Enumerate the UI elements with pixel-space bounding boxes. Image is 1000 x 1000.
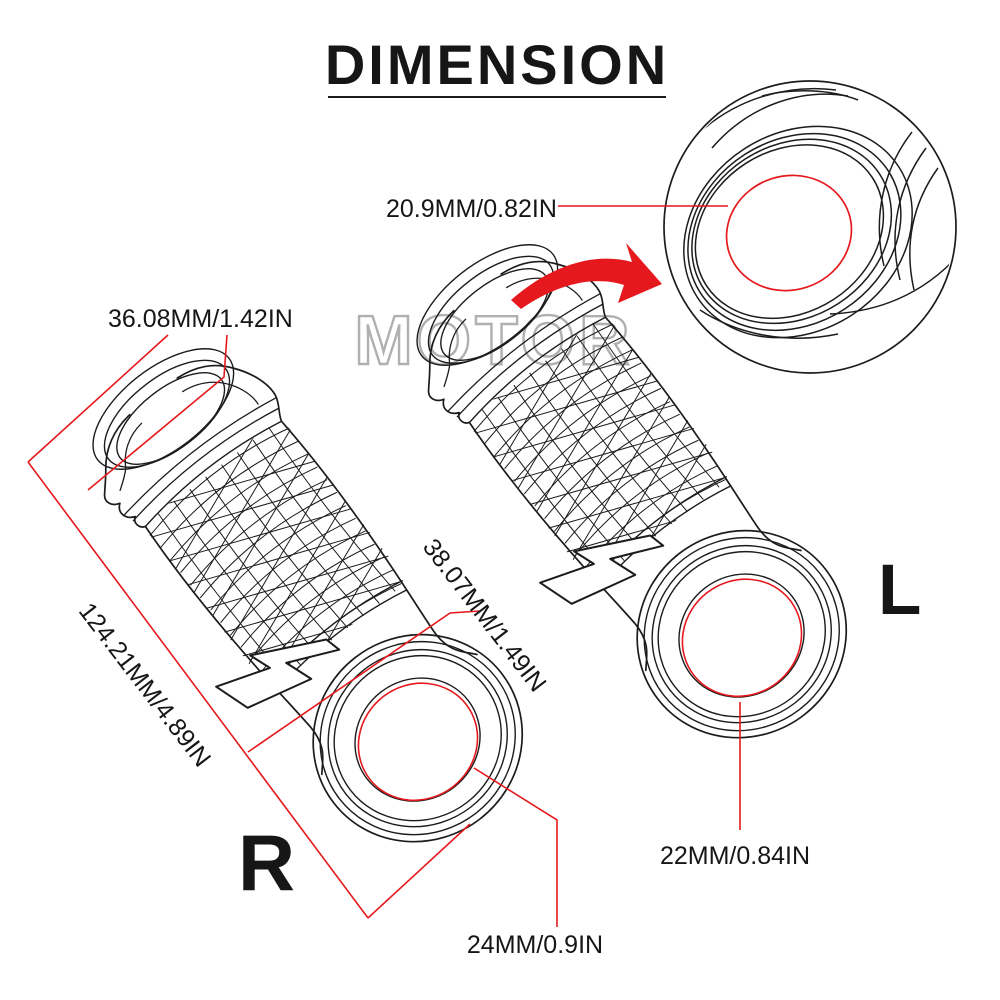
zoom-arrow-icon: [511, 243, 662, 309]
label-flange-outer-diameter: 36.08MM/1.42IN: [108, 305, 293, 333]
magnifier-circle: [663, 80, 957, 374]
label-right-end-inner-diameter: 24MM/0.9IN: [467, 931, 603, 959]
title: DIMENSION: [325, 33, 669, 96]
label-left-end-inner-diameter: 22MM/0.84IN: [660, 842, 810, 870]
letter-left-grip: L: [878, 551, 921, 630]
dimension-leader-lines: [27, 205, 741, 927]
leader-flange: [87, 334, 228, 491]
label-body-outer-diameter: 38.07MM/1.49IN: [417, 534, 552, 698]
magnifier-detail: [663, 80, 957, 374]
label-zoom-inner-diameter: 20.9MM/0.82IN: [386, 195, 557, 223]
leader-body: [247, 610, 481, 753]
watermark-text: MOTOR: [354, 301, 633, 379]
leader-right-bore: [473, 767, 558, 927]
dimension-length-line: [27, 334, 471, 919]
letter-right-grip: R: [238, 818, 295, 907]
magnifier-inner-bore: [725, 174, 853, 292]
